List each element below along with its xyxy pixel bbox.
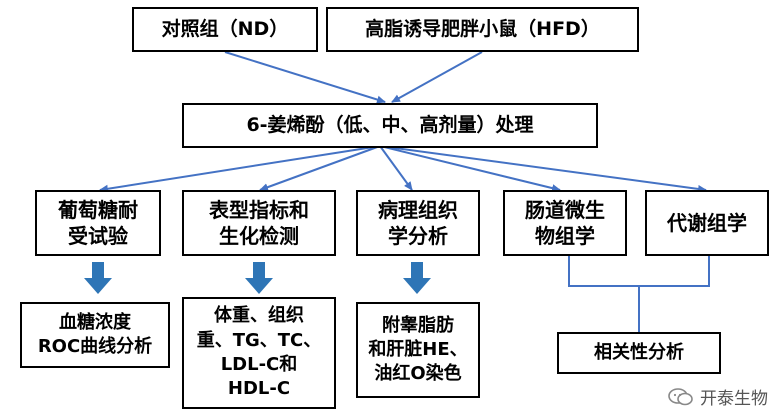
treatment-box: 6-姜烯酚（低、中、高剂量）处理 [182,103,598,148]
glucose-line-2: 受试验 [68,224,128,248]
microbiome-line-1: 肠道微生 [525,198,605,222]
pathology-line-2: 学分析 [388,224,448,248]
glucose-result-line-2: ROC曲线分析 [37,336,153,357]
down-arrow-pathology [403,262,431,294]
pathology-result-line-1: 附睾脂肪 [382,314,454,336]
arrow-to-microbiome [379,145,561,192]
down-arrow-phenotype [245,262,273,294]
correlation-box: 相关性分析 [557,332,721,374]
watermark-text: 开泰生物 [700,389,768,408]
pathology-line-1: 病理组织 [378,198,458,222]
correlation-label: 相关性分析 [594,341,684,363]
metabolomics-label: 代谢组学 [667,211,747,235]
down-arrow-glucose [84,262,112,294]
control-group-box: 对照组（ND） [132,7,318,52]
arrow-control-to-treatment [224,51,386,104]
pathology-result-box: 附睾脂肪 和肝脏HE、 油红O染色 [356,302,480,398]
treatment-label: 6-姜烯酚（低、中、高剂量）处理 [246,114,534,137]
pathology-result-line-3: 油红O染色 [374,363,462,385]
wechat-icon [668,387,693,405]
phenotype-box: 表型指标和 生化检测 [182,190,336,256]
pathology-box: 病理组织 学分析 [356,190,480,256]
microbiome-line-2: 物组学 [535,224,595,248]
phenotype-result-line-3: LDL-C和 [220,354,298,375]
phenotype-result-box: 体重、组织 重、TG、TC、 LDL-C和 HDL-C [182,297,336,409]
pathology-result-line-2: 和肝脏HE、 [368,338,468,360]
arrow-to-phenotype [259,145,381,192]
watermark: 开泰生物 [668,384,768,409]
phenotype-line-2: 生化检测 [219,224,299,248]
phenotype-result-line-1: 体重、组织 [213,305,304,327]
glucose-result-box: 血糖浓度 ROC曲线分析 [20,302,170,368]
glucose-result-line-1: 血糖浓度 [59,311,131,333]
glucose-tolerance-box: 葡萄糖耐 受试验 [35,190,161,256]
arrow-to-glucose [99,145,381,193]
metabolomics-box: 代谢组学 [645,190,769,256]
phenotype-result-line-4: HDL-C [227,378,291,400]
phenotype-result-line-2: 重、TG、TC、 [196,329,322,351]
arrow-hfd-to-treatment [391,51,483,103]
arrow-to-pathology [379,145,413,191]
microbiome-box: 肠道微生 物组学 [503,190,627,256]
glucose-line-1: 葡萄糖耐 [58,198,138,222]
arrow-to-metabolomics [379,145,707,193]
hfd-group-label: 高脂诱导肥胖小鼠（HFD） [365,18,600,41]
hfd-group-box: 高脂诱导肥胖小鼠（HFD） [326,7,639,52]
control-group-label: 对照组（ND） [161,18,289,41]
phenotype-line-1: 表型指标和 [209,198,309,222]
